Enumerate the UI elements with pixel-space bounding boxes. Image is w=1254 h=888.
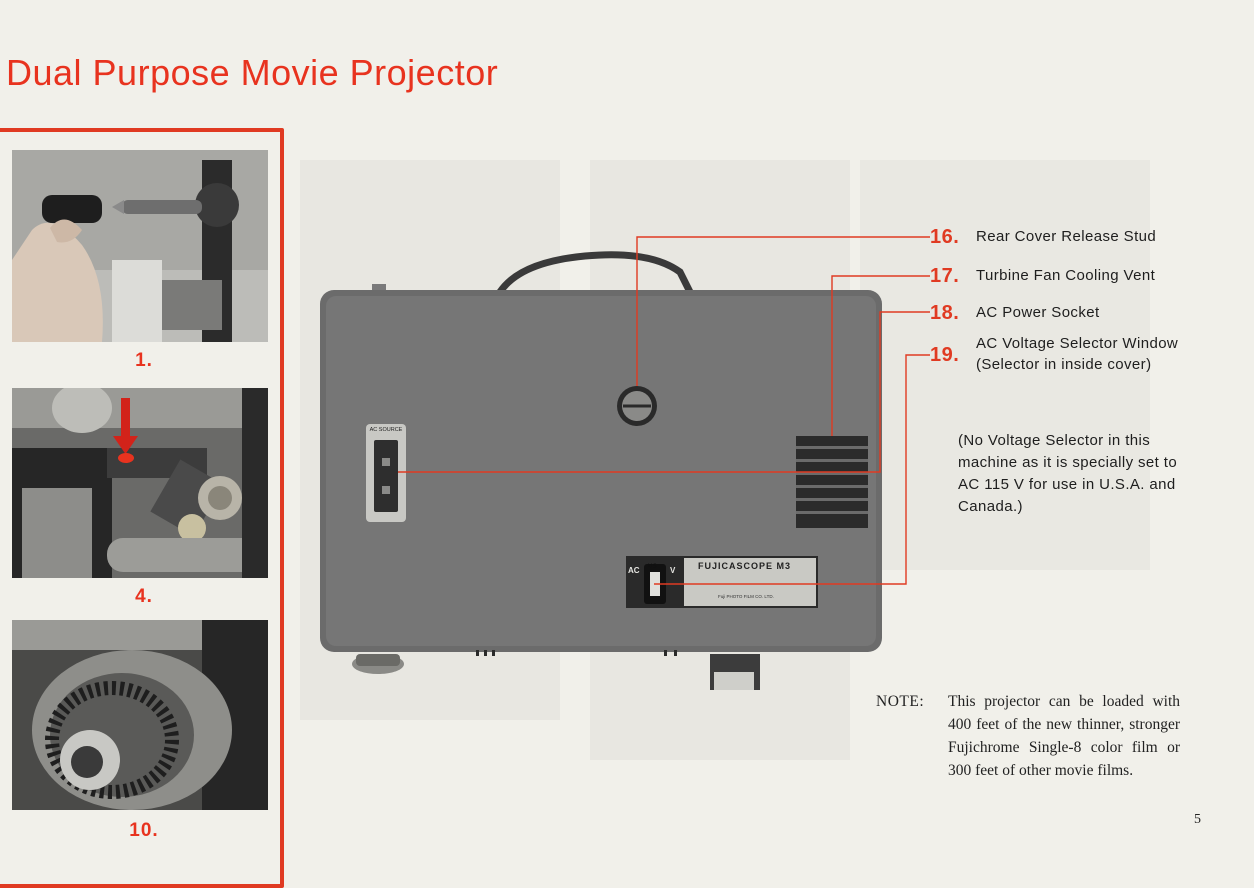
photo-step-4: [12, 388, 268, 578]
page-title: Dual Purpose Movie Projector: [6, 52, 499, 93]
callout-line-1: AC Voltage Selector Window: [976, 335, 1179, 352]
callout-line-2: (Selector in inside cover): [976, 356, 1152, 373]
photo-caption-1: 1.: [135, 350, 153, 371]
note-label: NOTE:: [876, 693, 925, 710]
callout-17: 17. Turbine Fan Cooling Vent: [930, 265, 1155, 288]
photo-caption-10: 10.: [129, 820, 159, 841]
callout-label: Rear Cover Release Stud: [976, 228, 1157, 245]
callout-label: Turbine Fan Cooling Vent: [976, 267, 1156, 284]
callout-18: 18. AC Power Socket: [930, 302, 1100, 325]
projector-illustration: [320, 236, 930, 690]
callout-16: 16. Rear Cover Release Stud: [930, 226, 1156, 249]
voltage-note: (No Voltage Selector in this machine as …: [958, 432, 1178, 515]
note-block: NOTE: This projector can be loaded with …: [876, 690, 1180, 782]
callout-number: 18.: [930, 302, 960, 324]
callout-19: 19. AC Voltage Selector Window (Selector…: [930, 333, 1178, 375]
socket-label: AC SOURCE: [369, 427, 403, 433]
note-text: This projector can be loaded with 400 fe…: [948, 693, 1180, 779]
red-arrow-shaft: [121, 398, 130, 438]
callout-number: 16.: [930, 226, 960, 248]
cooling-vent: [796, 436, 868, 528]
callout-label: AC Voltage Selector Window (Selector in …: [976, 333, 1178, 375]
nameplate-maker: Fuji PHOTO FILM CO. LTD.: [718, 594, 774, 599]
photo-step-10: [12, 620, 268, 810]
callout-label: AC Power Socket: [976, 304, 1100, 321]
callout-number: 17.: [930, 265, 960, 287]
badge-v: V: [670, 566, 676, 575]
photo-step-1: [12, 150, 268, 342]
badge-ac: AC: [628, 566, 640, 575]
badge-volt: 115: [647, 564, 657, 570]
knob-ridges: [45, 681, 179, 799]
carry-handle: [497, 251, 694, 295]
leader-lines: [398, 236, 930, 585]
page-number: 5: [1194, 812, 1201, 827]
photo-caption-4: 4.: [135, 586, 153, 607]
red-arrow-head: [113, 436, 138, 454]
nameplate-brand: FUJICASCOPE M3: [698, 561, 792, 571]
callout-number: 19.: [930, 344, 960, 366]
